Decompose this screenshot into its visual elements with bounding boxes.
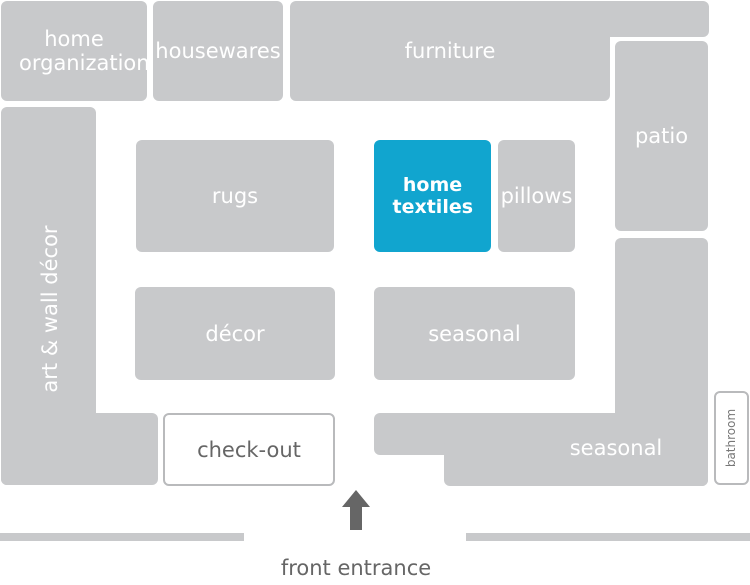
front-entrance-label: front entrance [280, 556, 432, 580]
art-wall-decor-foot [1, 413, 158, 485]
furniture-extension [560, 1, 709, 37]
dept-check-out-label: check-out [197, 437, 301, 462]
dept-seasonal-center-label: seasonal [428, 321, 521, 346]
front-wall-left [0, 533, 244, 541]
dept-home-organization[interactable]: home organization [1, 1, 150, 101]
dept-decor-label: décor [205, 321, 265, 346]
dept-rugs-label: rugs [211, 184, 259, 208]
front-wall-right [466, 533, 750, 541]
dept-check-out[interactable]: check-out [163, 413, 335, 486]
dept-decor[interactable]: décor [135, 287, 335, 380]
dept-seasonal-corner[interactable]: seasonal [444, 436, 708, 486]
arrow-up-icon [342, 490, 370, 530]
dept-seasonal-center[interactable]: seasonal [374, 287, 575, 380]
dept-furniture[interactable]: furniture [290, 1, 610, 101]
dept-seasonal-corner-label: seasonal [569, 436, 663, 460]
dept-bathroom[interactable] [714, 391, 749, 485]
dept-rugs[interactable]: rugs [136, 140, 334, 252]
dept-home-textiles-label: home textiles [392, 174, 474, 218]
dept-patio-label: patio [634, 124, 689, 148]
dept-housewares-label: housewares [155, 39, 281, 63]
dept-home-organization-label: home organization [19, 27, 150, 75]
dept-pillows-label: pillows [500, 184, 573, 208]
dept-housewares[interactable]: housewares [153, 1, 283, 101]
dept-patio[interactable]: patio [615, 41, 708, 231]
dept-pillows[interactable]: pillows [498, 140, 575, 252]
dept-bathroom-label: bathroom [724, 408, 738, 468]
dept-art-wall-decor-label: art & wall décor [38, 225, 62, 393]
dept-home-textiles[interactable]: home textiles [374, 140, 491, 252]
dept-furniture-label: furniture [404, 39, 496, 63]
